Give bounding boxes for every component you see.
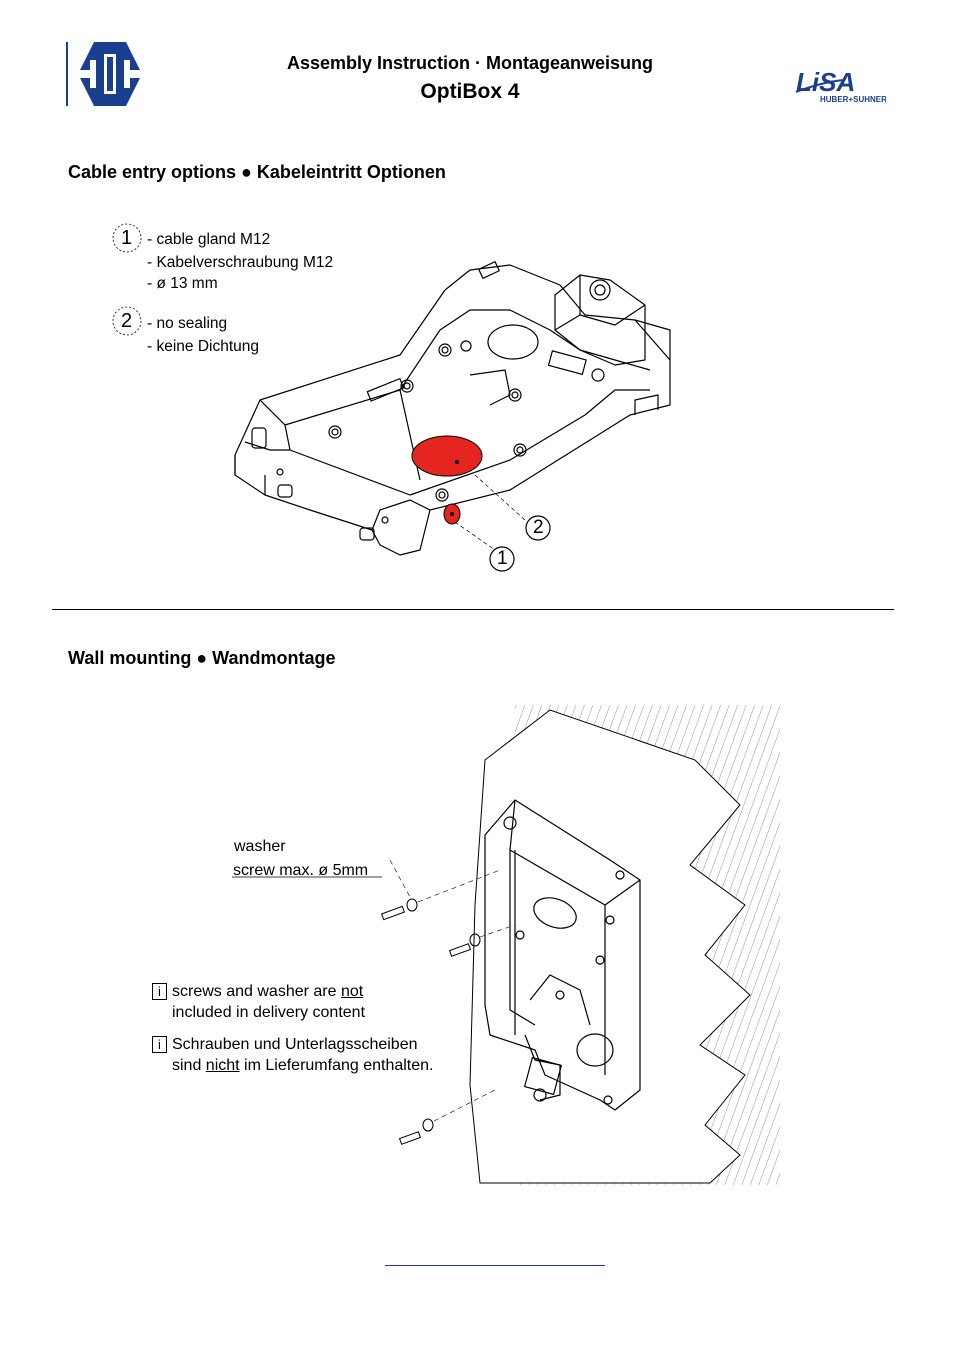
info-icon: i — [152, 1036, 167, 1053]
note-de-emphasis: nicht — [205, 1057, 240, 1074]
note-en-emphasis: not — [340, 983, 364, 1000]
washer-label: washer — [234, 838, 286, 855]
note-de-line-2: sind nicht im Lieferumfang enthalten. — [172, 1058, 433, 1074]
callout-2-line-1: - no sealing — [147, 315, 228, 332]
callout-1-line-3: - ø 13 mm — [147, 275, 218, 292]
callout-number-2: 2 — [121, 310, 133, 332]
callout-marker-2 — [525, 515, 551, 541]
note-de: i Schrauben und Unterlagsscheiben — [152, 1036, 418, 1053]
callout-circle-1 — [112, 223, 142, 253]
lisa-tagline: HUBER+SUHNER — [820, 95, 886, 104]
figure-label-2: 2 — [533, 517, 544, 538]
info-icon: i — [152, 983, 167, 1000]
cable-entry-figure — [110, 210, 690, 582]
note-en: i screws and washer are not — [152, 983, 363, 1000]
section-divider — [52, 609, 894, 610]
callout-circle-2 — [112, 306, 142, 336]
callout-number-1: 1 — [121, 227, 133, 249]
note-de-text-end: im Lieferumfang enthalten. — [239, 1057, 434, 1074]
section-heading-cable-entry: Cable entry options ● Kabeleintritt Opti… — [68, 162, 446, 182]
document-title: Assembly Instruction · Montageanweisung — [286, 53, 654, 73]
screw-label: screw max. ø 5mm — [233, 862, 369, 879]
lisa-wordmark: LiSA — [796, 67, 855, 97]
callout-1-line-1: - cable gland M12 — [147, 231, 271, 248]
callout-marker-1 — [489, 546, 515, 572]
product-name: OptiBox 4 — [420, 80, 520, 103]
lisa-logo: LiSA HUBER+SUHNER — [792, 66, 887, 106]
footer-link[interactable] — [385, 1265, 605, 1266]
wall-mounting-figure — [150, 705, 780, 1185]
note-de-line-1: Schrauben und Unterlagsscheiben — [172, 1036, 418, 1053]
note-en-line-2: included in delivery content — [172, 1004, 366, 1021]
figure-label-1: 1 — [497, 548, 508, 569]
no-sealing-opening — [411, 435, 483, 477]
note-en-text: screws and washer are — [172, 983, 341, 1000]
section-heading-wall-mounting: Wall mounting ● Wandmontage — [68, 648, 336, 668]
callout-1-line-2: - Kabelverschraubung M12 — [147, 254, 334, 271]
note-de-text: sind — [172, 1057, 206, 1074]
callout-2-line-2: - keine Dichtung — [147, 338, 260, 355]
huber-suhner-logo — [66, 40, 146, 108]
